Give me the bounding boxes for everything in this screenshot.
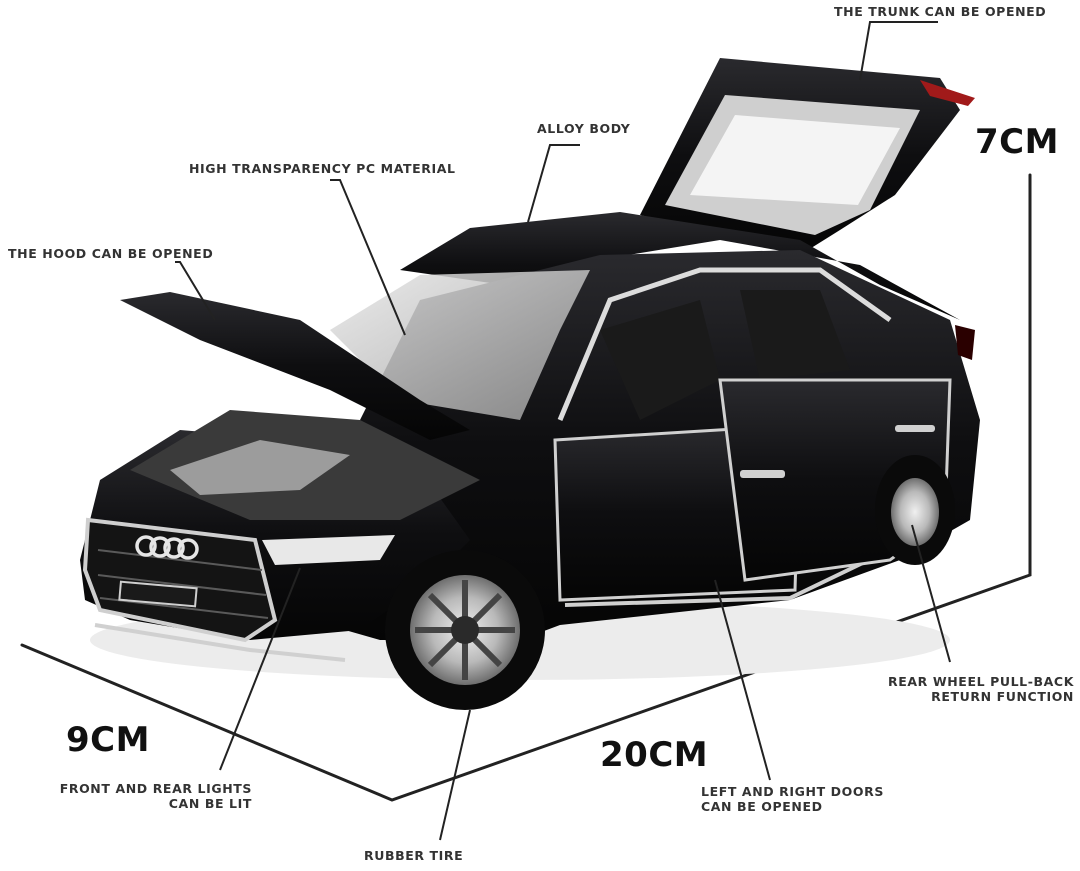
label-tire: RUBBER TIRE: [364, 848, 464, 863]
rear-wheel: [875, 455, 955, 565]
dimension-length: 20CM: [600, 735, 709, 775]
label-lights: FRONT AND REAR LIGHTS CAN BE LIT: [30, 781, 252, 811]
label-rear-wheel-line2: RETURN FUNCTION: [931, 689, 1074, 704]
label-rear-wheel-line1: REAR WHEEL PULL-BACK: [888, 674, 1074, 689]
label-doors-line1: LEFT AND RIGHT DOORS: [701, 784, 884, 799]
dimension-height: 7CM: [975, 122, 1059, 162]
label-lights-line1: FRONT AND REAR LIGHTS: [59, 781, 252, 796]
label-doors: LEFT AND RIGHT DOORS CAN BE OPENED: [701, 784, 884, 814]
leader-lines: [175, 21, 951, 841]
label-rear-wheel: REAR WHEEL PULL-BACK RETURN FUNCTION: [862, 674, 1074, 704]
dimension-lines: [20, 173, 1032, 802]
dimension-width: 9CM: [66, 720, 150, 760]
trunk-lid: [640, 58, 975, 255]
label-doors-line2: CAN BE OPENED: [701, 799, 823, 814]
label-alloy-body: ALLOY BODY: [537, 121, 631, 136]
front-wheel: [385, 550, 545, 710]
label-hood: THE HOOD CAN BE OPENED: [8, 246, 214, 261]
label-lights-line2: CAN BE LIT: [168, 796, 252, 811]
label-pc-material: HIGH TRANSPARENCY PC MATERIAL: [189, 161, 456, 176]
label-trunk: THE TRUNK CAN BE OPENED: [834, 4, 1047, 19]
